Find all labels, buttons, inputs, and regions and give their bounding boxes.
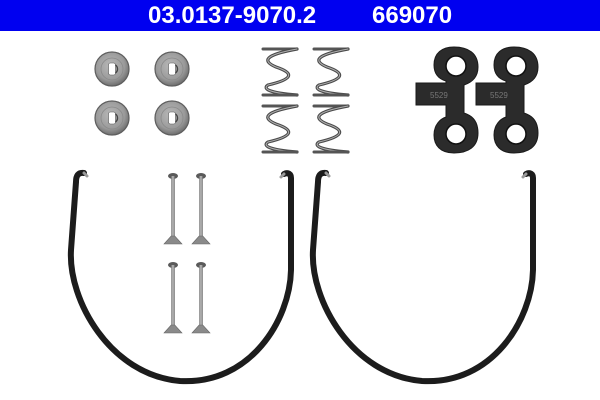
bracket-icon [415,46,479,154]
spring-icon [261,104,299,154]
pin-group [163,172,211,334]
bracket-icon [475,46,539,154]
clip-group [67,169,536,385]
u-clip-icon [67,169,294,385]
bracket-group [415,46,539,154]
pin-icon [163,172,183,245]
u-clip-icon [309,169,536,385]
washer-icon [154,51,190,87]
article-number: 03.0137-9070.2 [148,2,317,29]
spring-group [261,47,350,154]
header-bar: 03.0137-9070.2 669070 [0,0,600,31]
pin-icon [191,261,211,334]
pin-icon [191,172,211,245]
washer-icon [94,100,130,136]
spring-icon [312,47,350,97]
reference-number: 669070 [372,2,453,29]
spring-icon [312,104,350,154]
washer-group [94,51,190,136]
spring-icon [261,47,299,97]
washer-icon [94,51,130,87]
pin-icon [163,261,183,334]
washer-icon [154,100,190,136]
